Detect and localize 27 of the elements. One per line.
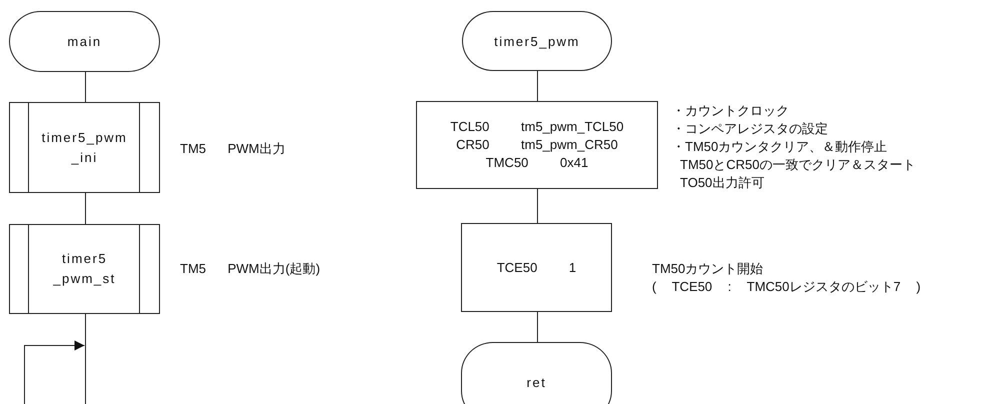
terminal-shape: main <box>9 11 160 72</box>
terminal-shape: ret <box>461 342 612 404</box>
connector-line <box>537 312 538 342</box>
assignment-text: CR50 tm5_pwm_CR50 <box>456 136 618 154</box>
annotation-text: ・TM50カウンタクリア、＆動作停止 <box>672 138 888 156</box>
routine-name: timer5_pwm _ini <box>40 128 128 167</box>
assignment-text: TMC50 0x41 <box>486 154 588 172</box>
annotation-text: TM50とCR50の一致でクリア＆スタート <box>680 156 916 174</box>
annotation-text: TO50出力許可 <box>680 174 764 192</box>
process-box: TCE50 1 <box>461 223 612 312</box>
annotation-text: ・コンペアレジスタの設定 <box>672 120 828 138</box>
connector-line <box>85 314 86 404</box>
annotation-text: TM5 PWM出力(起動) <box>180 260 320 278</box>
connector-line <box>85 72 86 102</box>
assignment-text: TCL50 tm5_pwm_TCL50 <box>450 118 624 136</box>
connector-line <box>537 70 538 102</box>
annotation-text: ・カウントクロック <box>672 102 789 120</box>
annotation-text: ( TCE50 : TMC50レジスタのビット7 ) <box>652 278 921 296</box>
terminal-shape: timer5_pwm <box>462 11 612 71</box>
connector-line <box>537 188 538 224</box>
annotation-text: TM50カウント開始 <box>652 260 764 278</box>
subroutine-box <box>9 102 160 193</box>
annotation-text: TM5 PWM出力 <box>180 140 286 158</box>
subroutine-box <box>9 224 160 314</box>
connector-line <box>85 192 86 224</box>
process-box <box>416 101 658 189</box>
routine-name: timer5 _pwm_st <box>52 250 117 288</box>
